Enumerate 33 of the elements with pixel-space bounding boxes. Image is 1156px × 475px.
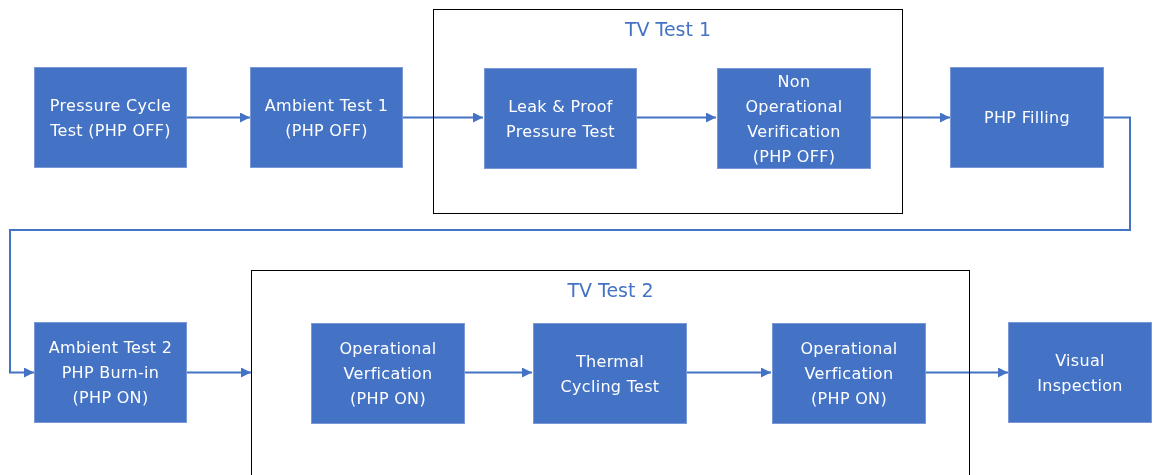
group-frame (251, 270, 970, 475)
arrow (869, 112, 951, 123)
group-frame (433, 9, 903, 214)
process-box (34, 322, 187, 423)
process-label: Ambient Test 2 PHP Burn-in (PHP ON) (47, 337, 174, 409)
arrow (463, 367, 533, 378)
process-box (772, 323, 926, 424)
process-label: Thermal Cycling Test (559, 350, 661, 398)
process-box (250, 67, 403, 168)
process-label: Pressure Cycle Test (PHP OFF) (48, 94, 173, 142)
arrow (186, 367, 252, 378)
arrow (685, 367, 772, 378)
process-label: Leak & Proof Pressure Test (505, 95, 616, 143)
process-box (950, 67, 1104, 168)
group-title: TV Test 2 (566, 279, 655, 301)
process-box (533, 323, 687, 424)
arrow (924, 367, 1009, 378)
process-box (311, 323, 465, 424)
process-label: PHP Filling (984, 107, 1070, 129)
process-box (717, 68, 871, 169)
arrow (186, 112, 251, 123)
process-label: Operational Verfication (PHP ON) (338, 338, 438, 410)
arrow (402, 112, 484, 123)
process-label: Visual Inspection (1036, 349, 1124, 397)
arrow (635, 112, 717, 123)
process-label: Non Operational Verification (PHP OFF) (744, 70, 844, 168)
process-label: Ambient Test 1 (PHP OFF) (263, 94, 390, 142)
process-label: Operational Verfication (PHP ON) (799, 338, 899, 410)
group-title: TV Test 1 (623, 18, 713, 40)
process-box (1008, 322, 1152, 423)
process-box (34, 67, 187, 168)
arrow (9, 116, 1131, 378)
process-box (484, 68, 637, 169)
